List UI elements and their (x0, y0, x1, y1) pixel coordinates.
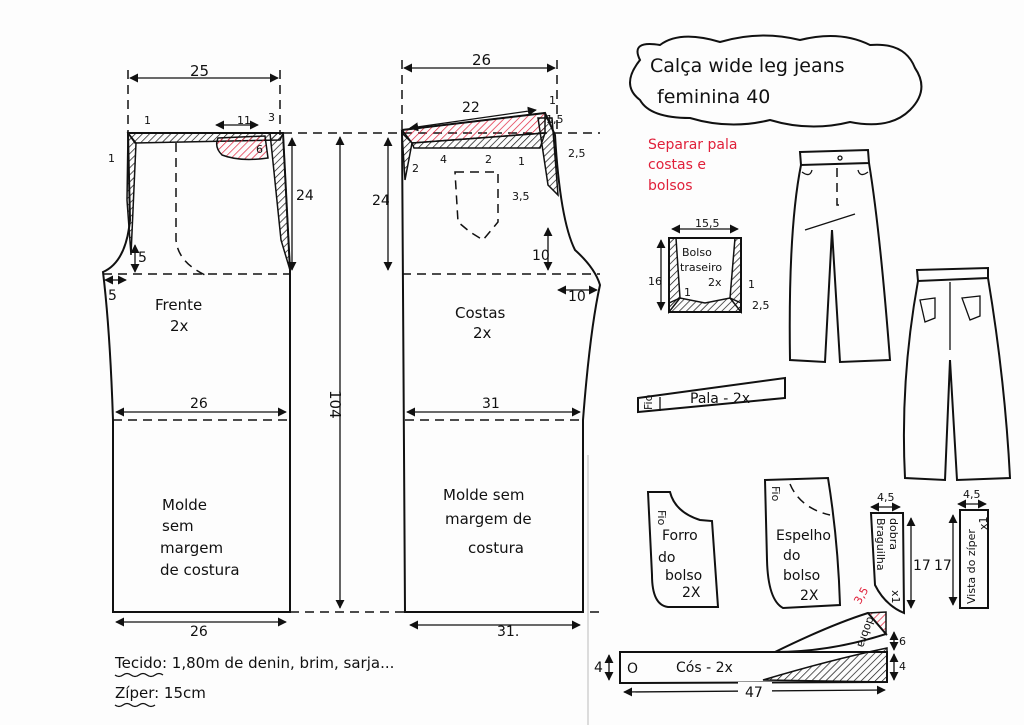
pocket-facing-piece: Fio Espelho do bolso 2X (763, 476, 842, 610)
back-crotch-drop: 10 (532, 248, 550, 264)
waistband-length: 47 (745, 685, 763, 701)
back-hem-dim: 31. (497, 624, 519, 640)
waistband-piece: dobra 3,5 O Cós - 2x 4 6 4 47 (594, 585, 906, 701)
yoke-piece: Fio Pala - 2x (637, 376, 786, 414)
back-pocket-margin-l: 1 (684, 286, 691, 299)
red-note: Separar pala costas e bolsos (648, 137, 737, 194)
pocket-lining-piece: Fio Forro do bolso 2X (646, 491, 720, 608)
lining-grain: Fio (655, 510, 668, 526)
back-pocket-piece: 15,5 16 1 1 2,5 Bolso traseiro 2x (648, 217, 770, 315)
fly-qty: x1 (889, 590, 902, 604)
zipper-facing-label: Vista do zíper (965, 529, 978, 604)
front-crotch-ext: 5 (108, 288, 117, 304)
back-pocket-height: 16 (648, 275, 662, 288)
back-pocket-side: 3,5 (512, 190, 530, 203)
jeans-back-illustration (902, 266, 1012, 482)
back-yoke-right: 1 (518, 155, 525, 168)
waistband-angle: 3,5 (851, 585, 871, 607)
front-waist-a: 1 (144, 114, 151, 127)
title-cloud: Calça wide leg jeans feminina 40 (629, 34, 923, 128)
red-note-1: Separar pala (648, 137, 737, 153)
materials-notes: Tecido: 1,80m de denin, brim, sarja... Z… (114, 654, 394, 708)
front-molde-4: de costura (160, 561, 240, 579)
zipper-facing-width: 4,5 (963, 488, 981, 501)
back-knee-dim: 31 (482, 396, 500, 412)
front-pattern-piece: 25 11 3 6 1 1 24 5 5 26 26 Frente 2x Mol… (101, 62, 314, 640)
front-pocket-width: 11 (237, 114, 251, 127)
front-molde-1: Molde (162, 496, 207, 514)
title-line-2: feminina 40 (657, 86, 770, 108)
fabric-note: Tecido: 1,80m de denin, brim, sarja... (114, 654, 394, 672)
back-label: Costas (455, 304, 506, 322)
back-pocket-bottom: 2,5 (752, 299, 770, 312)
back-yoke-dim: 22 (462, 100, 480, 116)
facing-grain: Fio (769, 486, 782, 502)
yoke-grain: Fio (642, 394, 655, 410)
back-pocket-label-2: traseiro (680, 261, 722, 274)
front-waist-b: 1 (108, 152, 115, 165)
facing-label-3: bolso (783, 568, 820, 584)
zipper-facing-piece: 4,5 17 Vista do zíper x1 (934, 488, 990, 609)
waistband-height-right: 4 (899, 660, 906, 673)
lining-label-3: bolso (665, 568, 702, 584)
back-molde-2: margem de (445, 510, 532, 528)
fly-fold: dobra (887, 518, 900, 550)
fly-length: 17 (913, 558, 931, 574)
red-note-3: bolsos (648, 178, 693, 194)
title-line-1: Calça wide leg jeans (650, 55, 845, 77)
waistband-height: 4 (594, 660, 603, 676)
back-pocket-label-1: Bolso (682, 246, 712, 259)
back-crotch-ext: 10 (568, 289, 586, 305)
jeans-front-illustration (788, 148, 892, 364)
total-length-dimension: 10 4 (283, 132, 600, 613)
zipper-facing-length: 17 (934, 558, 952, 574)
back-raise: 1 (549, 94, 556, 107)
facing-label-2: do (783, 548, 800, 564)
back-pattern-piece: 26 22 1 1,5 2,5 2 4 2 1 3,5 24 10 10 31 … (372, 51, 602, 640)
front-top-dim: 25 (190, 62, 209, 80)
back-pocket-label-3: 2x (708, 276, 722, 289)
back-pocket-top: 4 (440, 153, 447, 166)
front-qty: 2x (170, 317, 189, 335)
waistband-label: Cós - 2x (676, 660, 733, 676)
back-molde-3: costura (468, 539, 524, 557)
zipper-facing-qty: x1 (977, 516, 990, 530)
back-yoke-left: 2 (412, 162, 419, 175)
back-top-dim: 26 (472, 51, 491, 69)
lining-label-2: do (658, 550, 675, 566)
red-note-2: costas e (648, 157, 706, 173)
back-molde-1: Molde sem (443, 486, 524, 504)
front-crotch-drop: 5 (138, 250, 147, 266)
fly-label: Braguilha (874, 518, 887, 571)
front-label: Frente (155, 296, 202, 314)
waistband-rise: 6 (899, 635, 906, 648)
front-waist-side: 3 (268, 111, 275, 124)
yoke-label: Pala - 2x (690, 391, 750, 407)
front-pocket-depth: 6 (256, 143, 263, 156)
lining-label-4: 2X (682, 585, 701, 601)
total-length-label: 104 (326, 390, 344, 419)
back-pocket-top-b: 2 (485, 153, 492, 166)
facing-label-1: Espelho (776, 528, 831, 544)
front-molde-3: margem (160, 539, 223, 557)
fly-piece: 4,5 17 Braguilha dobra x1 (869, 491, 931, 615)
back-side: 2,5 (568, 147, 586, 160)
back-qty: 2x (473, 324, 492, 342)
front-molde-2: sem (162, 517, 194, 535)
back-pocket-margin-r: 1 (748, 278, 755, 291)
waistband-button: O (627, 661, 638, 677)
front-rise-dim: 24 (296, 188, 314, 204)
lining-label-1: Forro (662, 528, 698, 544)
fly-width: 4,5 (877, 491, 895, 504)
facing-label-4: 2X (800, 588, 819, 604)
front-hem-dim: 26 (190, 624, 208, 640)
zipper-note: Zíper: 15cm (115, 684, 206, 702)
waistband-fold: dobra (854, 615, 877, 649)
back-pocket-width: 15,5 (695, 217, 720, 230)
back-raise-b: 1,5 (546, 113, 564, 126)
back-rise-dim: 24 (372, 193, 390, 209)
front-knee-dim: 26 (190, 396, 208, 412)
